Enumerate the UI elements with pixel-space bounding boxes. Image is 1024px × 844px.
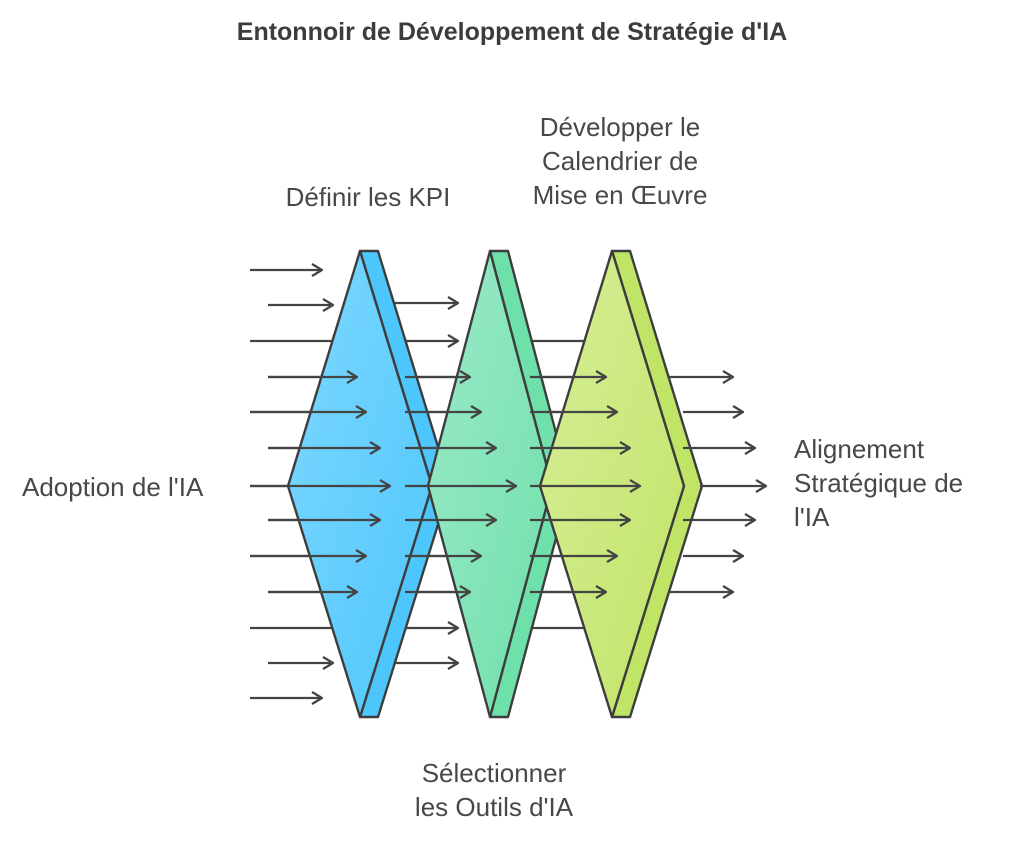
funnel-stages (286, 249, 704, 719)
stage-label-define-kpi: Définir les KPI (268, 180, 468, 214)
funnel-stage-1 (286, 249, 452, 719)
stage-label-line: Définir les KPI (285, 182, 451, 212)
stage-label-line: Développer le (539, 112, 701, 142)
stage-label-implementation-calendar: Développer le Calendrier de Mise en Œuvr… (500, 110, 740, 212)
stage-front-face (426, 249, 554, 719)
diagram-title: Entonnoir de Développement de Stratégie … (236, 18, 788, 46)
output-arrows (250, 370, 768, 599)
output-label-line: Alignement (794, 434, 925, 464)
stage-label-line: Calendrier de (541, 146, 699, 176)
stage-label-line: Sélectionner (421, 758, 567, 788)
stage-label-line: Mise en Œuvre (532, 180, 708, 210)
output-label: Alignement Stratégique de l'IA (794, 432, 963, 534)
stage-front-face (286, 249, 434, 719)
input-label: Adoption de l'IA (22, 472, 204, 502)
stage-label-select-tools: Sélectionner les Outils d'IA (384, 756, 604, 824)
stage-label-line: les Outils d'IA (414, 792, 574, 822)
output-label-line: Stratégique de (794, 468, 964, 498)
output-label-line: l'IA (794, 502, 830, 532)
stage-front-face (538, 249, 686, 719)
funnel-stage-3 (538, 249, 704, 719)
